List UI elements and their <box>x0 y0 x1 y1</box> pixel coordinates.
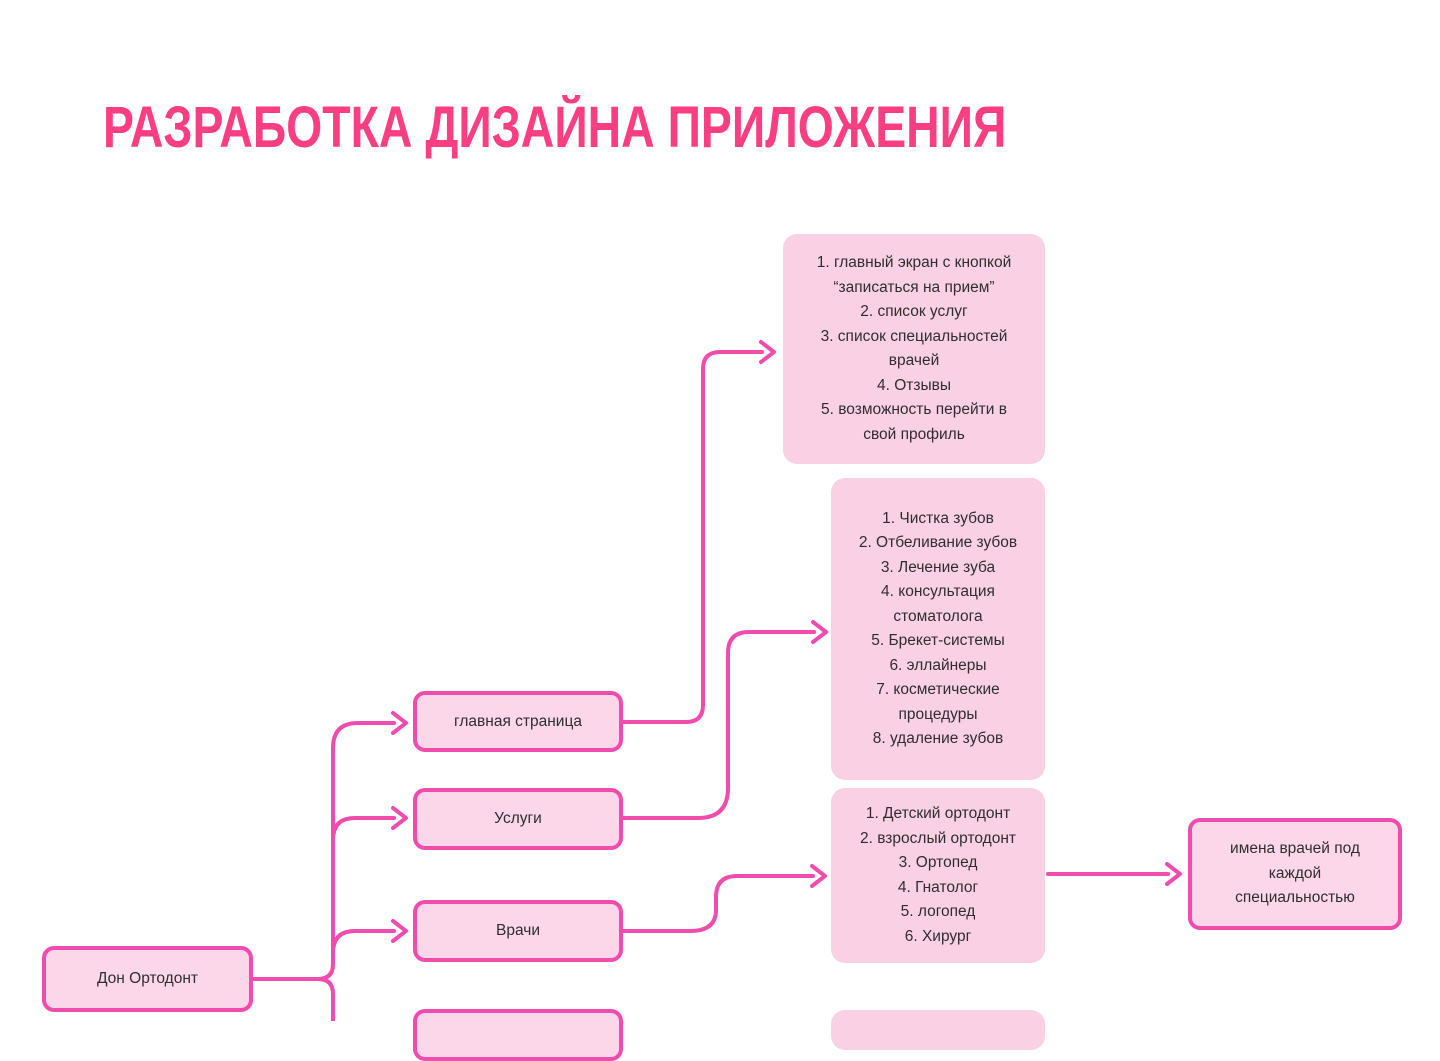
connector-home-to-main-list <box>621 350 764 724</box>
node-doctors: Врачи <box>413 900 623 962</box>
connector-root-to-home <box>250 721 396 981</box>
list-item: 8. удаление зубов <box>872 730 1004 747</box>
connector-root-trunk-down <box>316 977 335 1021</box>
arrowhead-icon <box>1165 862 1182 886</box>
list-item: 2. список услуг <box>860 303 968 320</box>
list-item: 1. главный экран с кнопкой “записаться н… <box>816 254 1012 296</box>
list-item: 1. Чистка зубов <box>882 509 994 527</box>
list-item: 2. взрослый ортодонт <box>860 829 1016 847</box>
list-main-screen: 1. главный экран с кнопкой “записаться н… <box>783 234 1045 464</box>
list-item: 3. список специальностей врачей <box>820 327 1008 370</box>
whiteboard-canvas: РАЗРАБОТКА ДИЗАЙНА ПРИЛОЖЕНИЯ Дон Ортодо… <box>42 95 1402 1061</box>
connector-branch-services <box>331 816 396 842</box>
arrowhead-icon <box>810 864 827 888</box>
connector-doctors-to-list <box>621 874 815 933</box>
list-item: 6. эллайнеры <box>889 656 987 674</box>
arrowhead-icon <box>391 711 408 735</box>
list-item: 5. Брекет-системы <box>871 632 1005 649</box>
node-services: Услуги <box>413 788 623 850</box>
connector-branch-doctors <box>331 929 396 955</box>
node-doctor-names: имена врачей под каждой специальностью <box>1188 818 1402 930</box>
list-item: 3. Ортопед <box>898 854 978 871</box>
list-item: 6. Хирург <box>904 927 972 945</box>
arrowhead-icon <box>391 806 408 830</box>
list-item: 5. логопед <box>900 903 976 920</box>
list-item: 3. Лечение зуба <box>880 558 996 576</box>
list-doctors: 1. Детский ортодонт 2. взрослый ортодонт 3… <box>831 788 1045 963</box>
page-title: РАЗРАБОТКА ДИЗАЙНА ПРИЛОЖЕНИЯ <box>103 95 1007 160</box>
node-partial-bottom <box>413 1009 623 1061</box>
list-item: 4. консультация стоматолога <box>881 583 995 625</box>
list-item: 2. Отбеливание зубов <box>858 534 1018 551</box>
arrowhead-icon <box>759 340 776 364</box>
list-item: 4. Гнатолог <box>897 878 979 896</box>
arrowhead-icon <box>391 919 408 943</box>
node-home-page: главная страница <box>413 691 623 752</box>
list-partial-bottom <box>831 1010 1045 1050</box>
node-root-don-ortodont: Дон Ортодонт <box>42 946 253 1012</box>
list-item: 1. Детский ортодонт <box>865 805 1011 822</box>
arrowhead-icon <box>811 620 828 644</box>
connector-services-to-list <box>621 630 816 820</box>
list-item: 5. возможность перейти в свой профиль <box>821 401 1007 443</box>
list-services: 1. Чистка зубов 2. Отбеливание зубов 3. Ле… <box>831 478 1045 780</box>
list-item: 7. косметические процедуры <box>876 681 1000 723</box>
list-item: 4. Отзывы <box>876 376 951 394</box>
